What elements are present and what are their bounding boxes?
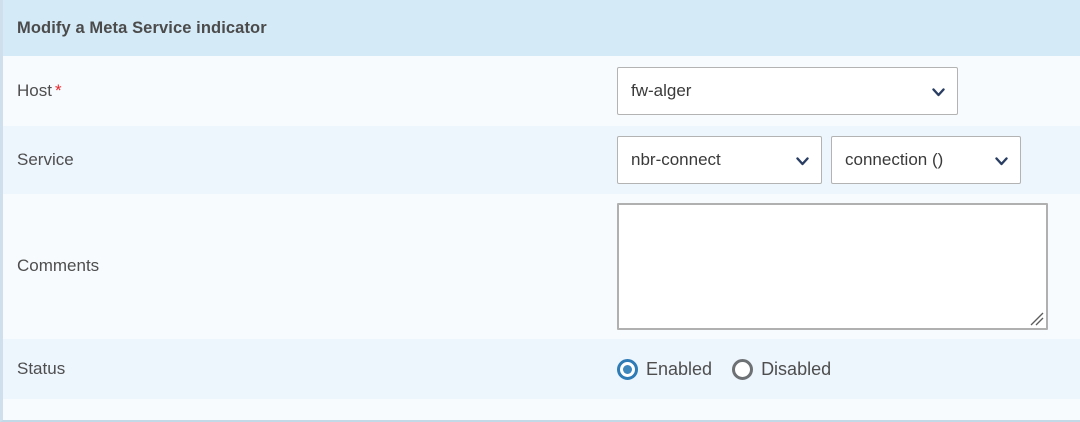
- chevron-down-icon: [932, 86, 945, 99]
- label-comments: Comments: [17, 256, 617, 276]
- form-row-comments: Comments: [3, 194, 1080, 339]
- required-asterisk: *: [54, 80, 62, 100]
- label-host: Host*: [17, 81, 617, 101]
- host-select-value: fw-alger: [631, 81, 692, 100]
- service-select[interactable]: nbr-connect: [617, 136, 822, 184]
- host-select[interactable]: fw-alger: [617, 67, 958, 115]
- radio-enabled-icon[interactable]: [617, 358, 638, 380]
- service-parameter-value: connection (): [845, 150, 944, 169]
- control-service: nbr-connect connection (): [617, 136, 1080, 184]
- control-host: fw-alger: [617, 67, 1080, 115]
- label-host-text: Host: [17, 80, 52, 100]
- label-comments-text: Comments: [17, 256, 100, 276]
- chevron-down-icon: [995, 155, 1008, 168]
- service-select-value: nbr-connect: [631, 150, 721, 169]
- form-row-host: Host* fw-alger: [3, 56, 1080, 126]
- label-service: Service: [17, 150, 617, 170]
- radio-option-disabled[interactable]: Disabled: [732, 358, 832, 380]
- label-status-text: Status: [17, 358, 66, 378]
- control-comments: [617, 203, 1080, 330]
- radio-enabled-label: Enabled: [646, 358, 713, 379]
- form-row-status: Status Enabled Disabled: [3, 339, 1080, 399]
- label-status: Status: [17, 359, 617, 379]
- page-title: Modify a Meta Service indicator: [17, 18, 267, 37]
- comments-textarea[interactable]: [617, 203, 1048, 330]
- resize-grip-icon[interactable]: [1030, 312, 1044, 326]
- form-row-service: Service nbr-connect connection (): [3, 126, 1080, 194]
- control-status: Enabled Disabled: [617, 358, 1080, 380]
- service-parameter-select[interactable]: connection (): [831, 136, 1021, 184]
- radio-disabled-label: Disabled: [761, 358, 832, 379]
- chevron-down-icon: [796, 155, 809, 168]
- label-service-text: Service: [17, 149, 74, 169]
- radio-disabled-icon[interactable]: [732, 358, 754, 380]
- panel-header: Modify a Meta Service indicator: [3, 0, 1080, 56]
- radio-option-enabled[interactable]: Enabled: [617, 358, 713, 380]
- status-radio-group: Enabled Disabled: [617, 358, 832, 380]
